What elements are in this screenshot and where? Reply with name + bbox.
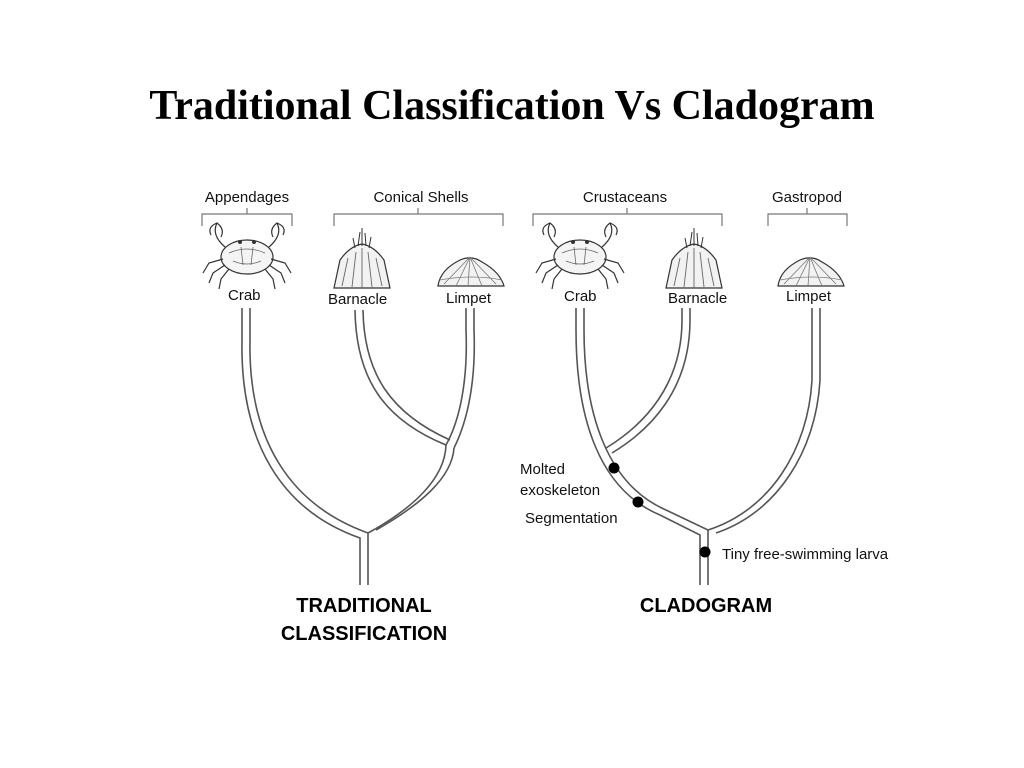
- group-brackets: [201, 208, 848, 226]
- barnacle-icon: [333, 227, 391, 289]
- organism-label-barnacle: Barnacle: [328, 291, 388, 308]
- trait-label-segmentation: Segmentation: [525, 510, 618, 527]
- trait-marker-segmentation: [632, 496, 644, 508]
- page-title: Traditional Classification Vs Cladogram: [149, 83, 875, 129]
- organism-label-limpet: Limpet: [786, 288, 832, 305]
- limpet-icon: [777, 256, 845, 287]
- cladogram-tree: [575, 308, 821, 585]
- trait-marker-larva: [699, 546, 711, 558]
- group-label-conical-shells: Conical Shells: [373, 189, 469, 206]
- organism-label-barnacle: Barnacle: [668, 290, 728, 307]
- group-label-appendages: Appendages: [204, 189, 290, 206]
- organism-label-crab: Crab: [564, 288, 597, 305]
- group-label-crustaceans: Crustaceans: [582, 189, 668, 206]
- caption-traditional-line2: CLASSIFICATION: [280, 623, 448, 645]
- caption-traditional-line1: TRADITIONAL: [296, 595, 432, 617]
- trait-label-exoskeleton: exoskeleton: [520, 482, 601, 499]
- trait-label-molted: Molted: [520, 461, 566, 478]
- traditional-tree: [241, 308, 476, 585]
- caption-cladogram: CLADOGRAM: [639, 595, 773, 617]
- organism-label-crab: Crab: [228, 287, 261, 304]
- trait-marker-molted: [608, 462, 620, 474]
- crab-icon: [202, 222, 292, 290]
- group-label-gastropod: Gastropod: [771, 189, 843, 206]
- organism-label-limpet: Limpet: [446, 290, 492, 307]
- trait-label-larva: Tiny free-swimming larva: [722, 546, 889, 563]
- caption-traditional: TRADITIONAL CLASSIFICATION: [281, 592, 447, 648]
- crab-icon: [535, 222, 625, 290]
- limpet-icon: [437, 256, 505, 287]
- barnacle-icon: [665, 227, 723, 289]
